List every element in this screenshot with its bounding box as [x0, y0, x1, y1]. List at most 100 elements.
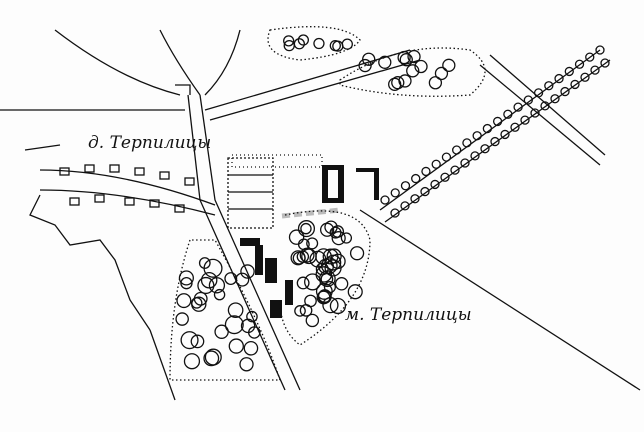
- tree: [240, 264, 255, 279]
- tree: [595, 45, 605, 55]
- tree: [482, 123, 493, 134]
- tree: [570, 79, 580, 90]
- house: [109, 164, 120, 173]
- tree: [600, 58, 610, 68]
- tree: [378, 55, 392, 69]
- tree: [410, 194, 420, 204]
- tree: [434, 66, 449, 81]
- tree: [180, 276, 193, 290]
- tree: [452, 145, 462, 155]
- tree: [315, 248, 332, 265]
- village-street: [39, 169, 216, 206]
- tree: [198, 257, 211, 269]
- tree: [180, 331, 199, 350]
- tree: [472, 131, 482, 141]
- tree: [492, 116, 503, 127]
- tree: [299, 247, 315, 263]
- buildings: [240, 165, 379, 318]
- tree: [406, 64, 420, 78]
- tree: [175, 312, 189, 326]
- tree: [513, 102, 523, 112]
- tree: [176, 293, 192, 309]
- house: [59, 167, 70, 176]
- tree: [580, 72, 590, 82]
- tree: [388, 77, 402, 91]
- tree: [330, 253, 346, 270]
- house: [159, 171, 170, 180]
- trees: [175, 34, 610, 372]
- tree: [227, 302, 244, 319]
- tree: [470, 151, 480, 161]
- house: [124, 197, 135, 206]
- road-northwest: [54, 29, 181, 96]
- house: [174, 204, 185, 213]
- village-houses: [59, 164, 195, 213]
- tree: [341, 38, 353, 50]
- tree: [318, 270, 336, 288]
- tree: [319, 222, 335, 237]
- tree: [540, 101, 550, 111]
- tree: [329, 226, 342, 239]
- tree: [574, 59, 585, 69]
- park-boundaries: [169, 26, 486, 381]
- tree: [390, 208, 400, 218]
- tree: [313, 37, 325, 50]
- tree: [334, 277, 349, 291]
- tree: [450, 165, 460, 175]
- tree: [193, 291, 208, 306]
- tree: [460, 158, 470, 168]
- tree: [294, 305, 306, 317]
- tree: [462, 138, 472, 148]
- tree: [585, 52, 595, 62]
- tree: [428, 76, 443, 90]
- tree: [322, 248, 339, 265]
- tree: [296, 276, 310, 290]
- tree: [208, 277, 226, 294]
- tree: [420, 186, 430, 197]
- avenue-road: [379, 49, 601, 211]
- tree: [530, 108, 540, 118]
- tree: [480, 144, 490, 154]
- tree: [362, 52, 376, 66]
- tree: [442, 58, 456, 72]
- tree: [190, 334, 205, 349]
- tree: [283, 35, 295, 47]
- tree: [340, 232, 353, 244]
- tree: [320, 257, 338, 274]
- tree: [197, 276, 215, 295]
- tree: [503, 109, 513, 119]
- tree: [315, 282, 333, 300]
- tree: [554, 73, 564, 84]
- tree: [178, 270, 194, 286]
- tree: [431, 159, 441, 169]
- tree: [322, 296, 339, 314]
- tree: [358, 58, 372, 73]
- tree: [411, 173, 421, 184]
- tree: [332, 40, 344, 52]
- tree: [500, 129, 510, 140]
- tree: [224, 315, 244, 335]
- tree: [246, 310, 258, 323]
- tree: [520, 115, 530, 125]
- tree: [306, 237, 319, 250]
- roads: [0, 29, 641, 401]
- tree: [400, 181, 411, 191]
- tree: [235, 272, 250, 287]
- garden-path: [281, 207, 341, 219]
- tree: [326, 248, 342, 264]
- tree: [560, 86, 570, 97]
- tree: [243, 340, 259, 356]
- tree: [399, 53, 413, 67]
- tree: [391, 76, 405, 90]
- tree: [213, 288, 226, 301]
- tree: [203, 350, 220, 367]
- tree: [523, 95, 533, 105]
- tree: [239, 357, 254, 372]
- estate-label: м. Терпилицы: [345, 305, 472, 325]
- tree: [590, 65, 600, 75]
- field-boundary: [359, 209, 641, 391]
- tree: [228, 338, 244, 354]
- house: [94, 194, 105, 203]
- tree: [283, 39, 295, 52]
